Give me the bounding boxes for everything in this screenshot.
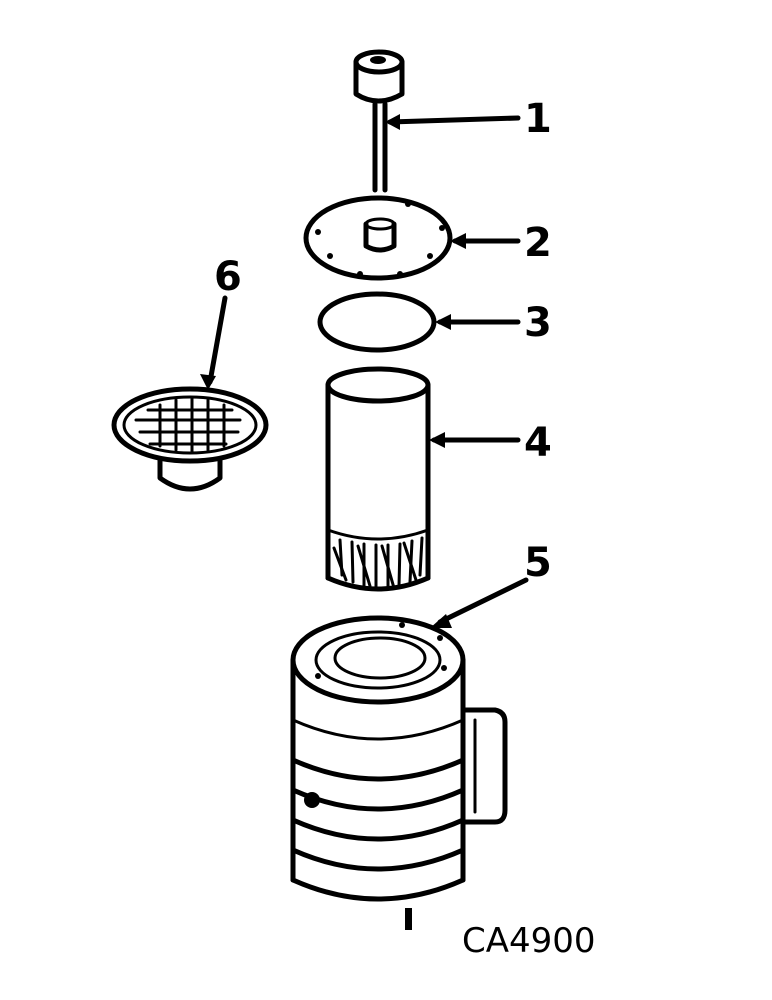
callout-1: 1 <box>524 96 552 142</box>
leader-lines <box>200 114 529 628</box>
part-5-filter-housing <box>290 615 508 930</box>
callout-3: 3 <box>524 300 552 346</box>
part-2-cover-plate <box>303 195 453 281</box>
part-1-knob-bolt <box>353 49 405 193</box>
part-3-seal-ring <box>317 291 437 353</box>
figure-code: CA4900 <box>462 921 596 961</box>
callout-4: 4 <box>524 420 552 466</box>
part-4-filter-element <box>325 366 431 592</box>
callout-2: 2 <box>524 220 552 266</box>
callout-6: 6 <box>214 254 242 300</box>
callout-5: 5 <box>524 540 552 586</box>
part-6-inlet-screen-cap <box>111 386 269 492</box>
